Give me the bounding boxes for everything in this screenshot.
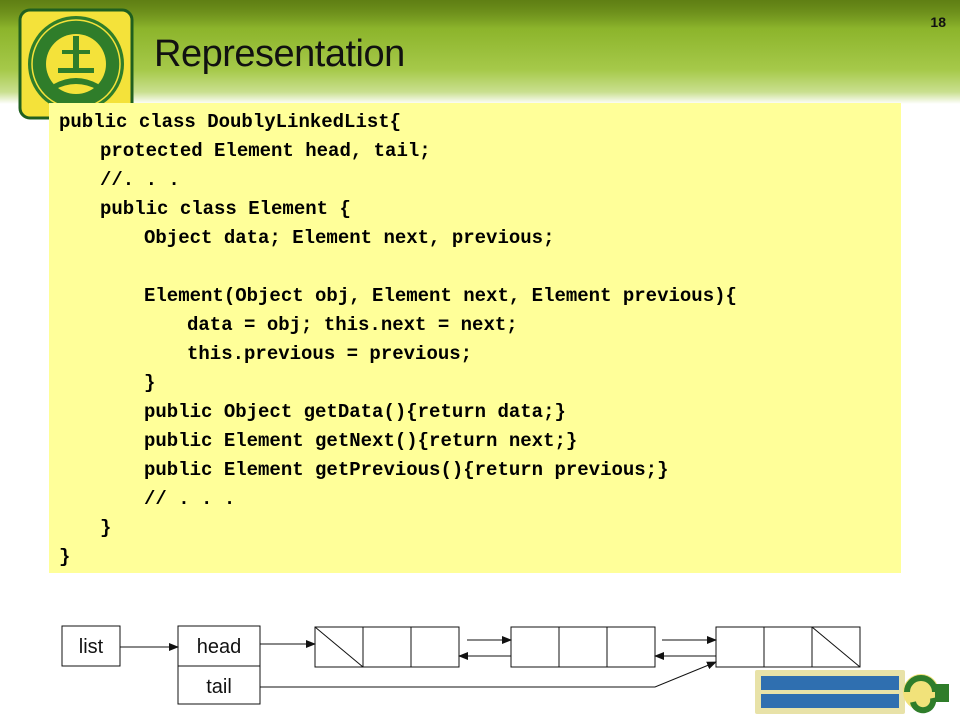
code-line: protected Element head, tail; (100, 140, 431, 162)
node-1 (314, 626, 460, 668)
page-number: 18 (930, 14, 946, 30)
node-2 (510, 626, 656, 668)
head-label: head (197, 636, 242, 658)
code-line: public Element getPrevious(){return prev… (144, 459, 669, 481)
code-line: public class Element { (100, 198, 351, 220)
code-line: public class DoublyLinkedList{ (59, 111, 402, 133)
code-line: //. . . (100, 169, 180, 191)
code-line: public Element getNext(){return next;} (144, 430, 578, 452)
code-line: Element(Object obj, Element next, Elemen… (144, 285, 737, 307)
list-label: list (79, 636, 104, 658)
ics-department-logo-icon (755, 670, 949, 714)
code-line: Object data; Element next, previous; (144, 227, 555, 249)
code-line: // . . . (144, 488, 236, 510)
node-3 (715, 626, 861, 668)
tail-to-node3-arrow (260, 661, 717, 688)
code-line: this.previous = previous; (187, 343, 473, 365)
tail-box (177, 665, 261, 705)
tail-label: tail (206, 676, 232, 698)
code-line: } (100, 517, 112, 539)
code-block: public class DoublyLinkedList{ protected … (49, 103, 901, 573)
header-band (0, 0, 960, 104)
code-line: data = obj; this.next = next; (187, 314, 518, 336)
code-line: } (144, 372, 156, 394)
head-box (177, 625, 261, 667)
code-line: public Object getData(){return data;} (144, 401, 566, 423)
code-line: } (59, 546, 71, 568)
list-box (61, 625, 121, 667)
slide-title: Representation (154, 33, 405, 75)
linked-list-diagram: list head tail (61, 625, 861, 705)
university-seal-icon (18, 8, 134, 120)
